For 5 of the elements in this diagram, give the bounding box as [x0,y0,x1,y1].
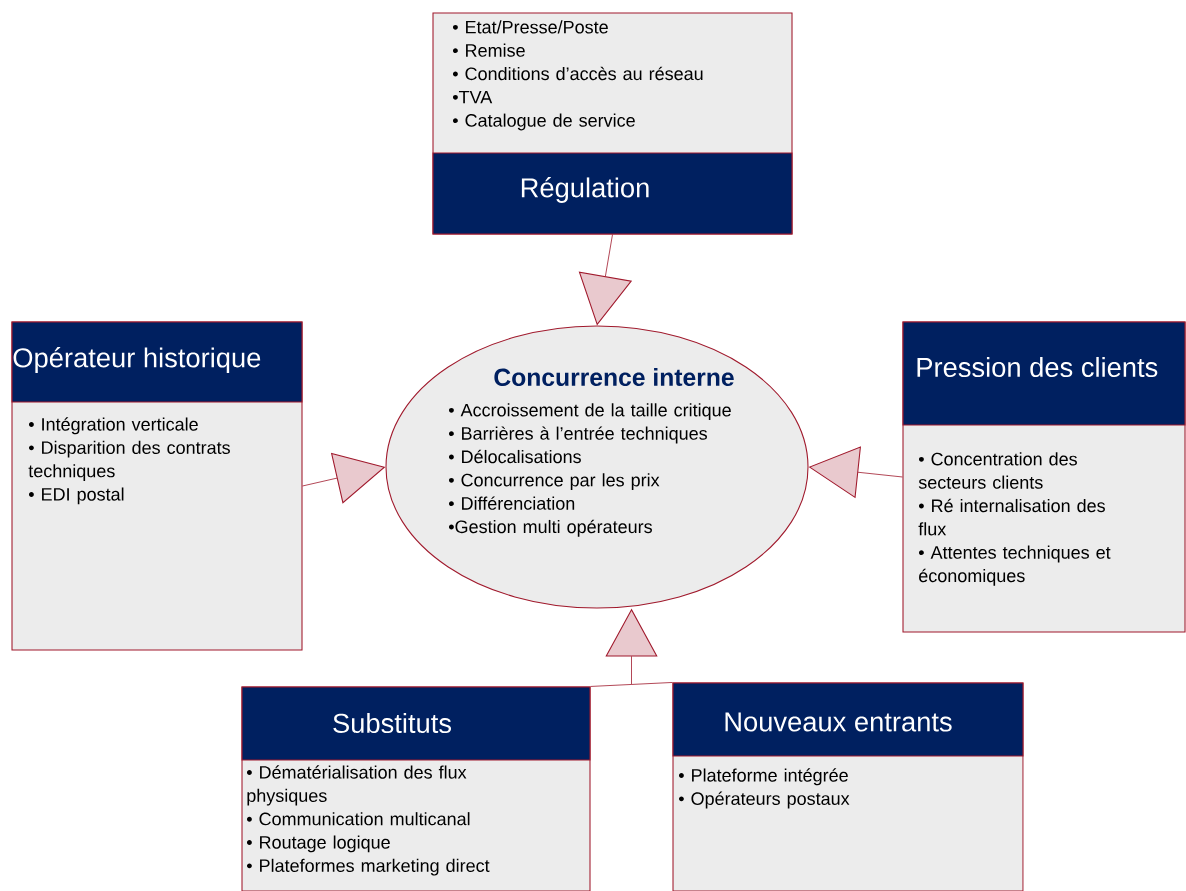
panel: Opérateur historique • Intégration verticale • Disparition des contrats techniques • EDI postal [11,321,303,651]
panel: Pression des clients • Concentration des secteurs clients • Ré internalisation des flux • Attentes techniques et économiques [902,321,1186,633]
panel: Nouveaux entrants • Plateforme intégrée • Opérateurs postaux [672,682,1024,891]
panel: • Etat/Presse/Poste • Remise • Conditions d’accès au réseau •TVA • Catalogue de service Régulation [432,12,793,235]
panel: Substituts • Dématérialisation des flux physiques • Communication multicanal • Routage logique • Plateformes marketing direct [241,686,591,891]
